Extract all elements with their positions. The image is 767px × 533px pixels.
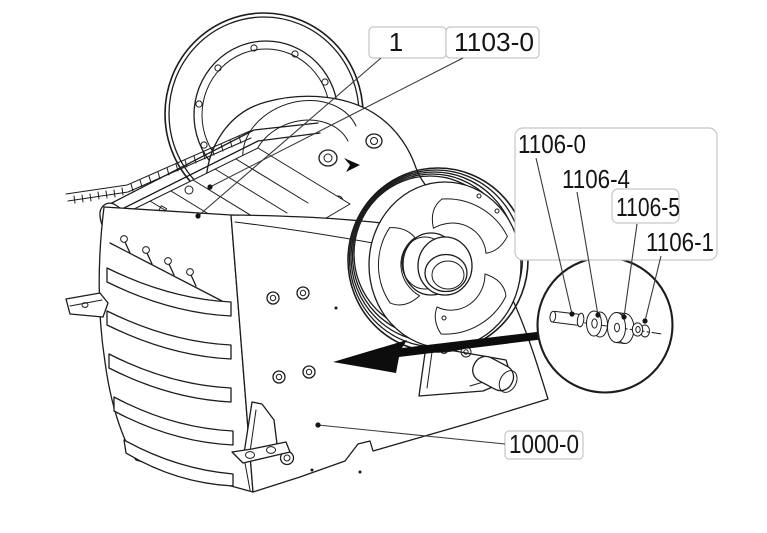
grille-slats (106, 267, 234, 487)
callout-label-1103-0: 1103-0 (454, 27, 534, 57)
retaining-clip (184, 185, 194, 195)
callout-box-1103-0 (445, 26, 540, 59)
callout-box-1 (368, 26, 447, 59)
hex-nut (631, 322, 650, 338)
callouts: 1 1103-0 1106-0 1106-4 1106-5 1106-1 100… (195, 26, 718, 460)
leader-line-1106-0 (535, 157, 573, 315)
housing-lug (318, 133, 383, 167)
side-tab (65, 292, 109, 318)
leader-line-1103-0 (209, 57, 464, 188)
leader-line-1106-4 (576, 191, 599, 316)
front-grille (65, 206, 254, 493)
large-washer (607, 312, 635, 344)
v-belt-pulley (347, 167, 529, 353)
mounting-foot (231, 401, 291, 491)
leader-dot-1106-0 (569, 311, 575, 317)
callout-label-1000-0: 1000-0 (509, 429, 579, 459)
leader-line-1106-5 (623, 223, 638, 318)
leader-dot-1106-1 (642, 318, 648, 324)
pulley-spoke-windows (356, 179, 511, 335)
leader-line-1000-0 (317, 424, 506, 445)
callout-box-1106-5 (611, 188, 680, 224)
wedge-studs (120, 235, 197, 287)
leader-dot-1106-4 (595, 312, 601, 318)
plate-bolts (266, 286, 316, 384)
jaw-plate-serrated-edge (65, 130, 252, 204)
callout-label-1106-1: 1106-1 (646, 227, 714, 257)
leader-dot-1 (195, 213, 201, 219)
callout-label-1106-0: 1106-0 (518, 129, 586, 159)
detail-pointer-arrow (333, 331, 545, 373)
callout-label-1106-4: 1106-4 (562, 164, 630, 194)
leader-dot-1103-0 (207, 184, 213, 190)
callout-label-1106-5: 1106-5 (616, 192, 680, 222)
leader-dot-1106-5 (621, 314, 627, 320)
detail-circle (536, 256, 674, 394)
leader-line-1 (197, 57, 382, 217)
leader-line-1106-1 (644, 255, 662, 322)
rotation-arrow-icon (344, 158, 360, 172)
callout-label-1: 1 (389, 27, 403, 57)
pulley-hub (401, 232, 473, 296)
leader-dot-1000-0 (315, 422, 321, 428)
callout-box-1000-0 (504, 430, 584, 460)
